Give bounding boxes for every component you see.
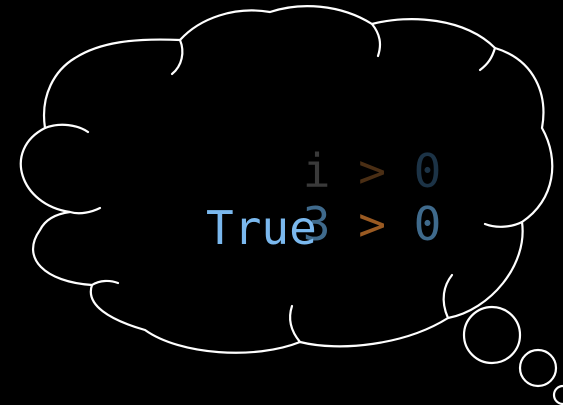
- cloud-crease: [370, 22, 382, 58]
- cloud-crease: [68, 206, 102, 215]
- condition-expression: i > 0: [192, 87, 442, 255]
- cloud-crease: [90, 279, 120, 287]
- cloud-crease: [43, 123, 90, 134]
- cloud-outline: [19, 5, 554, 354]
- substituted-expression: 3 > 0: [192, 140, 442, 308]
- operator-token: >: [358, 197, 386, 251]
- cloud-crease: [289, 304, 302, 344]
- thought-circle-large: [462, 305, 522, 365]
- thought-circle-small: [552, 384, 563, 405]
- thought-circle-medium: [518, 348, 558, 388]
- number-token: 0: [413, 197, 442, 251]
- operator-token: >: [358, 144, 386, 198]
- cloud-crease: [483, 220, 524, 228]
- variable-token: i: [302, 144, 331, 198]
- cloud-crease: [442, 273, 454, 320]
- cloud-crease: [170, 38, 184, 76]
- value-token: 3: [302, 197, 331, 251]
- result-value: True: [206, 201, 317, 255]
- number-token: 0: [413, 144, 442, 198]
- cloud-crease: [478, 46, 497, 72]
